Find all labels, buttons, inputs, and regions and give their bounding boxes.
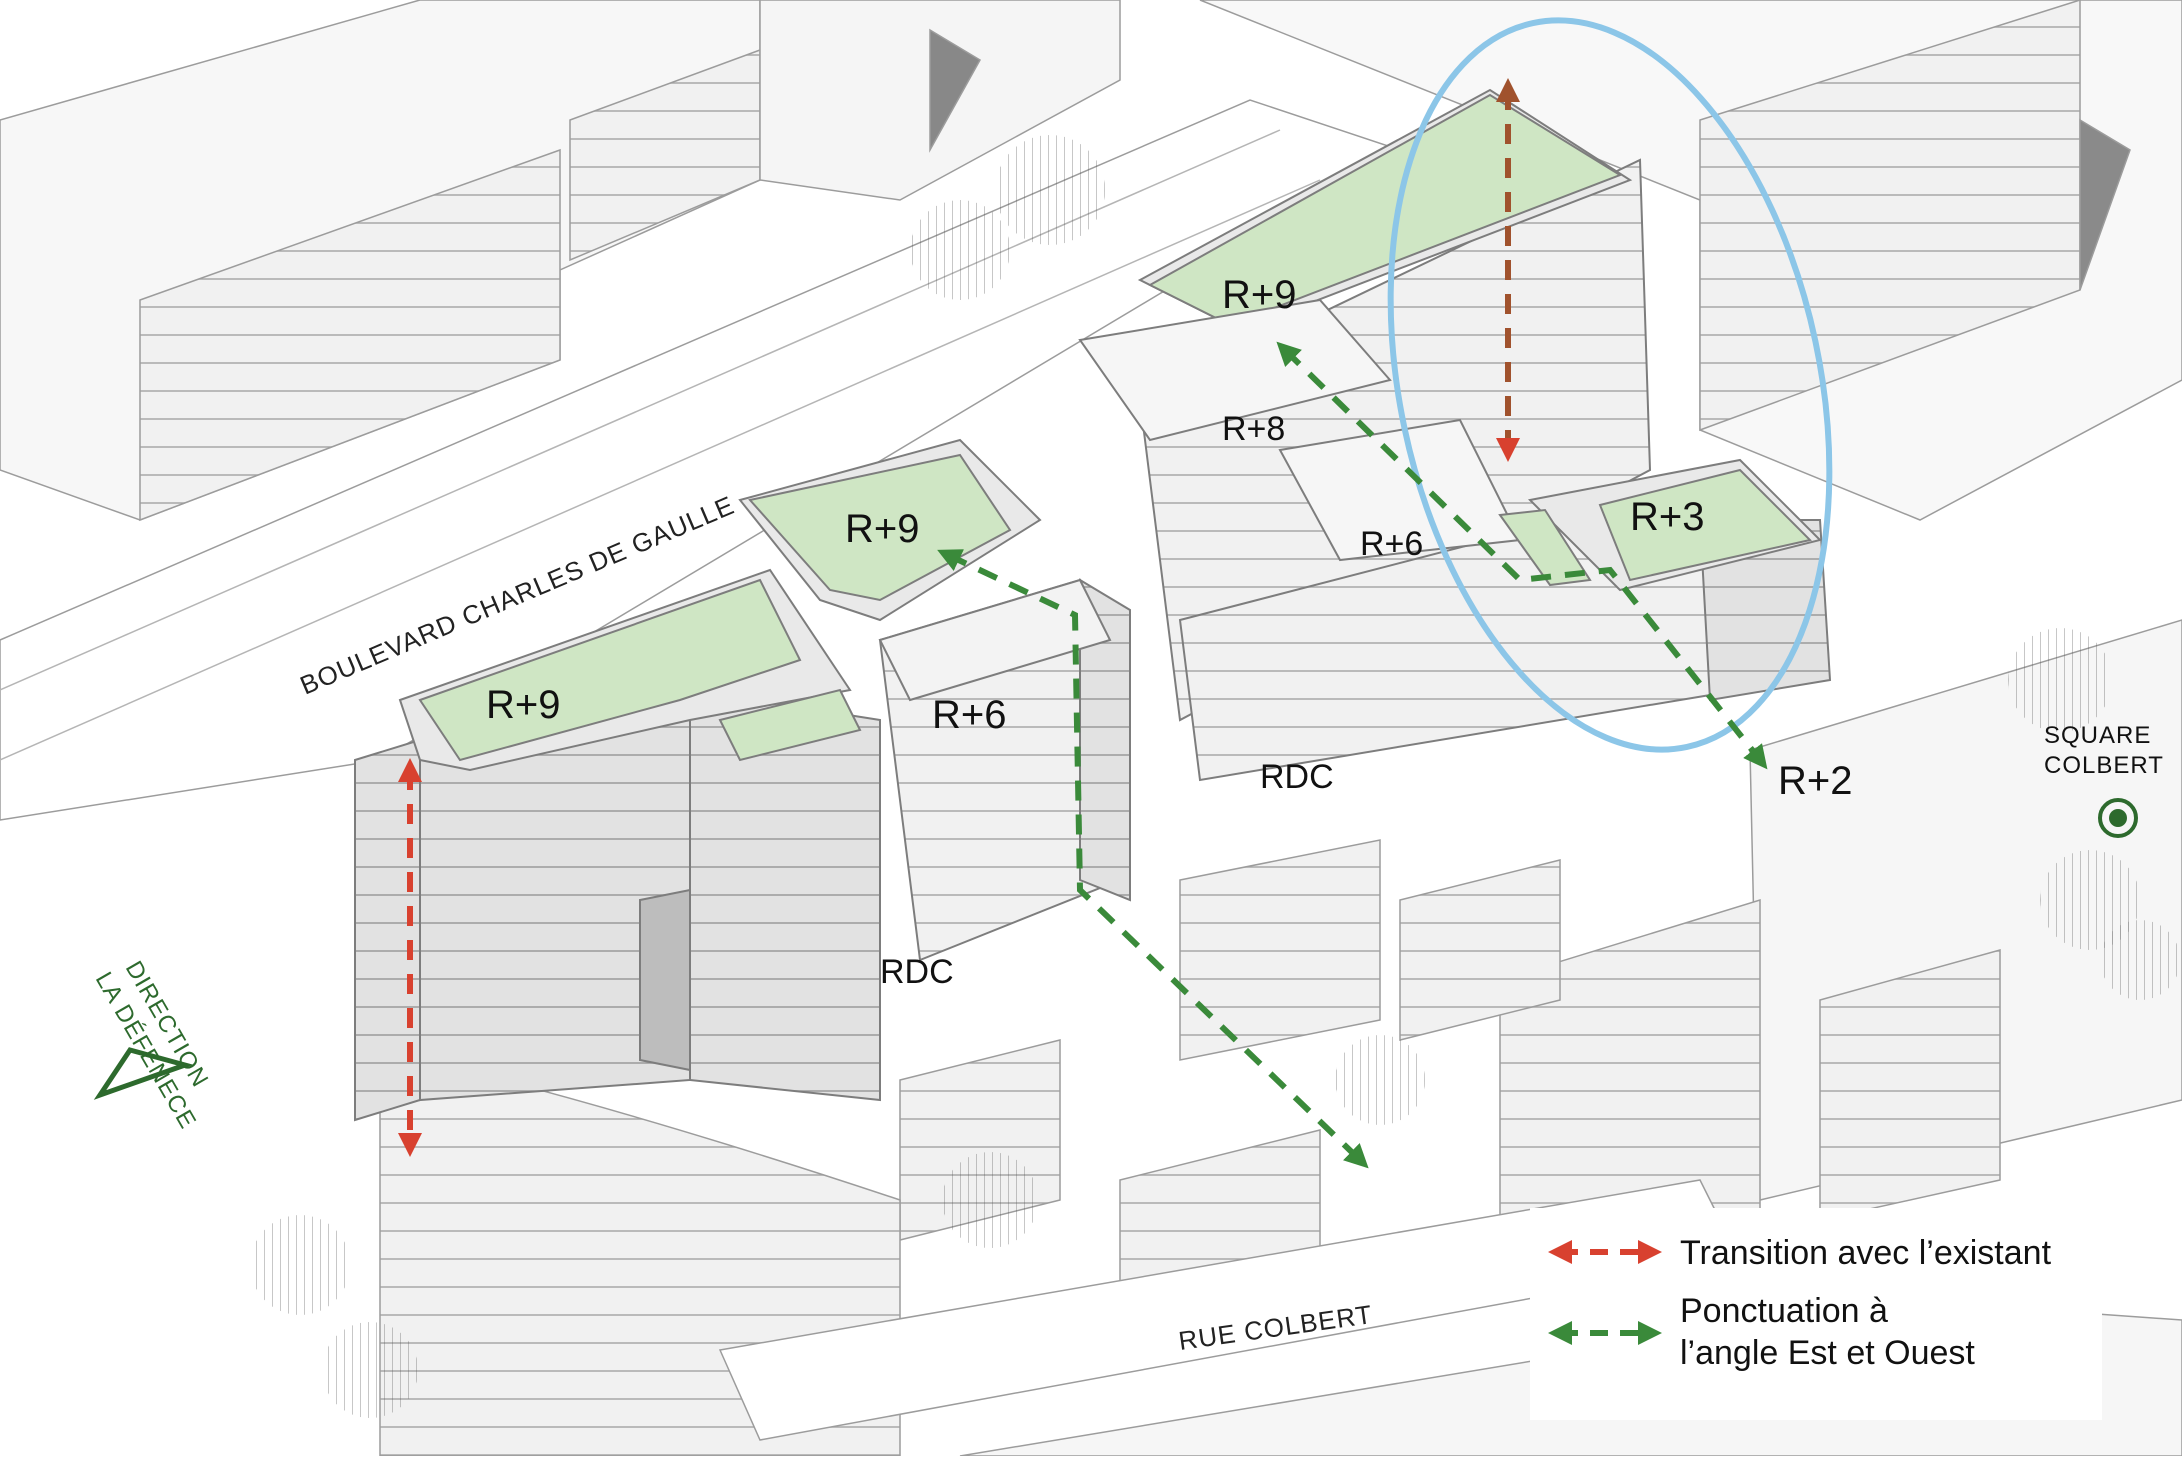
context-building <box>1819 949 2001 1221</box>
square-label-line2: COLBERT <box>2044 752 2164 779</box>
legend-transition-label: Transition avec l’existant <box>1680 1234 2052 1272</box>
legend-ponctuation-label-line1: Ponctuation à <box>1680 1292 1888 1330</box>
level-label-east-r3: R+3 <box>1630 495 1705 539</box>
west-building-facade-left <box>354 738 421 1122</box>
tree <box>2100 920 2180 1000</box>
level-label-east-r8: R+8 <box>1222 410 1285 448</box>
tree <box>2008 628 2112 732</box>
legend-ponctuation-label-line2: l’angle Est et Ouest <box>1680 1334 1975 1372</box>
legend: Transition avec l’existant Ponctuation à… <box>1530 1208 2102 1420</box>
level-label-west-r9: R+9 <box>486 683 561 727</box>
context-building-facade <box>139 148 561 522</box>
west-building-tower-roof-green <box>718 688 862 762</box>
square-marker-icon <box>2098 798 2138 838</box>
context-building-shadow <box>929 28 982 153</box>
context-building-shadow <box>2079 118 2131 291</box>
tree <box>995 135 1105 245</box>
level-label-east-r6: R+6 <box>1360 525 1423 563</box>
trees <box>250 135 2180 1418</box>
ponctuation-arrow-east <box>1276 341 1768 770</box>
west-building-facade-tower <box>689 688 881 1102</box>
west-building-roof-green <box>418 578 802 762</box>
tree <box>322 1322 418 1418</box>
level-label-east-r2: R+2 <box>1778 759 1853 803</box>
arrows <box>398 78 1768 1169</box>
level-label-east-rdc: RDC <box>1260 758 1334 796</box>
tree <box>250 1215 350 1315</box>
tree <box>910 200 1010 300</box>
tree <box>1335 1035 1425 1125</box>
context-building <box>1399 859 1561 1041</box>
tree <box>942 1152 1038 1248</box>
direction-triangle-icon <box>93 1047 194 1100</box>
level-label-east-r9: R+9 <box>1222 273 1297 317</box>
level-label-center-r6: R+6 <box>932 693 1007 737</box>
level-label-center-r9: R+9 <box>845 507 920 551</box>
level-label-center-rdc: RDC <box>880 953 954 991</box>
ponctuation-arrow-center <box>937 549 1369 1169</box>
square-label-line1: SQUARE <box>2044 722 2151 749</box>
context-building <box>1179 839 1381 1061</box>
tree <box>2040 850 2140 950</box>
west-building-facade-shadow <box>639 888 691 1072</box>
